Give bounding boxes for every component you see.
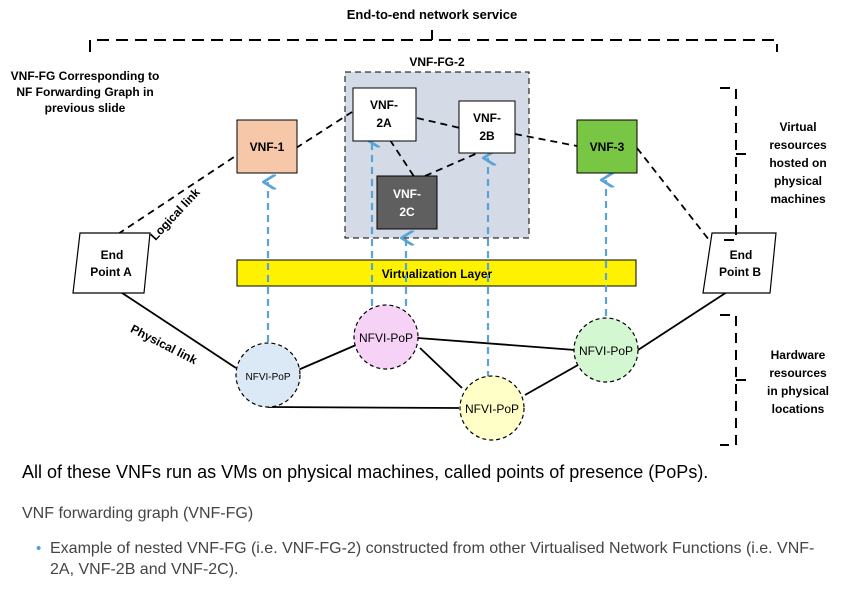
fg-label-line-1: VNF-FG Corresponding to [11,69,160,83]
vnf-fg-2-label: VNF-FG-2 [409,55,465,69]
nfvi-pop-pink-label: NFVI-PoP [359,331,413,345]
hardware-resources-line-4: locations [772,402,825,416]
vnf-1-label: VNF-1 [250,140,285,154]
nfvi-pop-blue: NFVI-PoP [235,342,301,408]
bullet-text: Example of nested VNF-FG (i.e. VNF-FG-2)… [50,540,815,578]
logical-links [117,111,714,246]
physical-link-label: Physical link [128,322,199,368]
nfvi-pop-blue-label: NFVI-PoP [245,372,290,383]
vnf-2a-label-2: 2A [376,116,392,130]
logical-link-label: Logical link [147,185,202,243]
end-to-end-bracket [89,30,778,52]
mapping-arrows [268,140,606,378]
end-point-a-label-2: Point A [90,265,132,279]
hardware-resources-line-3: in physical [767,384,829,398]
end-point-b-label-2: Point B [719,265,761,279]
vnf-3-box: VNF-3 [576,119,638,174]
nfvi-pop-yellow: NFVI-PoP [459,375,525,441]
vnf-2b-label-1: VNF- [473,111,501,125]
end-point-b-label-1: End [730,248,753,262]
end-point-a: End Point A [72,232,151,294]
nfvi-pop-green: NFVI-PoP [573,317,639,383]
nfvi-pop-pink: NFVI-PoP [353,304,419,370]
hardware-resources-line-2: resources [769,366,827,380]
virtual-resources-line-4: physical [774,174,822,188]
nfvi-pop-green-label: NFVI-PoP [579,344,633,358]
hardware-resources-line-1: Hardware [771,348,826,362]
caption-text: All of these VNFs run as VMs on physical… [22,462,709,482]
vnf-2c-label-2: 2C [399,205,415,219]
virtual-resources-line-1: Virtual [779,120,816,134]
nfvi-pop-yellow-label: NFVI-PoP [465,402,519,416]
vnf-2a-label-1: VNF- [370,98,398,112]
end-to-end-label: End-to-end network service [347,7,517,22]
subheading: VNF forwarding graph (VNF-FG) [22,505,254,522]
virtual-resources-line-5: machines [770,192,826,206]
end-point-b: End Point B [702,232,777,294]
end-point-a-label-1: End [101,248,124,262]
vnf-2b-label-2: 2B [479,129,495,143]
physical-links [112,286,728,409]
fg-label-line-2: NF Forwarding Graph in [16,85,153,99]
vnf-2a-box: VNF- 2A [352,87,417,142]
virtual-resources-line-2: resources [769,138,827,152]
virtual-resources-brace [720,87,746,241]
virtualization-layer-label: Virtualization Layer [382,267,493,281]
virtualization-layer [236,259,637,287]
bullet-dot-icon: • [36,540,42,557]
vnf-2c-box: VNF- 2C [376,175,438,230]
hardware-resources-brace [720,314,746,446]
vnf-3-label: VNF-3 [590,140,625,154]
bullet-item: • Example of nested VNF-FG (i.e. VNF-FG-… [36,538,836,580]
vnf-1-box: VNF-1 [236,119,298,174]
vnf-2b-box: VNF- 2B [458,100,516,154]
nfv-architecture-diagram: End-to-end network service VNF-FG Corres… [11,7,829,446]
fg-label-line-3: previous slide [45,101,126,115]
virtual-resources-line-3: hosted on [769,156,826,170]
vnf-2c-label-1: VNF- [393,187,421,201]
